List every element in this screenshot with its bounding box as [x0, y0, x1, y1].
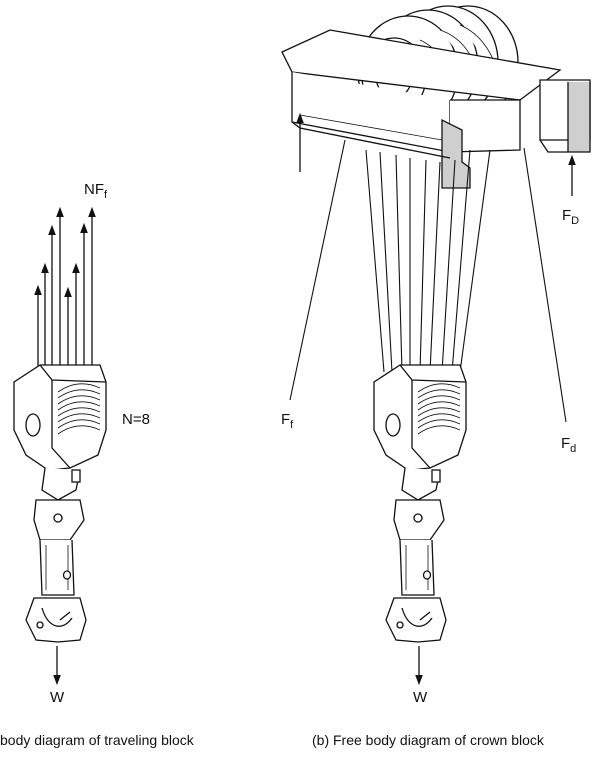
- label-nf-sub: f: [104, 189, 108, 201]
- sheave-housing: [13, 364, 107, 471]
- label-dead-line: Fd: [561, 435, 576, 455]
- wire-lines: [289, 139, 567, 423]
- hook-assembly: [25, 467, 87, 643]
- label-lines-count: N=8: [122, 411, 150, 428]
- label-ff-main: F: [281, 411, 291, 428]
- label-fast-line: Ff: [281, 411, 293, 431]
- crown-beam: [281, 29, 562, 189]
- line-force-arrows: [34, 206, 96, 372]
- label-derrick-load: FD: [562, 207, 579, 227]
- sheave-hub: [25, 413, 41, 437]
- sheave-grooves: [57, 383, 101, 435]
- traveling-block-left: [13, 206, 107, 686]
- label-fdd-main: F: [562, 207, 572, 224]
- label-weight-left: W: [50, 689, 65, 706]
- label-weight-right: W: [413, 689, 428, 706]
- label-fd-main: F: [561, 435, 571, 452]
- caption-left: body diagram of traveling block: [0, 732, 194, 748]
- label-ff-sub: f: [290, 419, 294, 431]
- crown-block-right: [281, 5, 591, 686]
- label-nf-top-force: NFf: [84, 181, 107, 201]
- right-sheave-housing: [373, 364, 467, 471]
- label-fd-sub: d: [570, 443, 577, 455]
- label-fdd-sub: D: [571, 215, 580, 227]
- caption-right: (b) Free body diagram of crown block: [312, 732, 544, 748]
- label-nf-main: NF: [84, 181, 104, 198]
- side-beam: [539, 79, 591, 153]
- right-hook-assembly: [385, 467, 447, 643]
